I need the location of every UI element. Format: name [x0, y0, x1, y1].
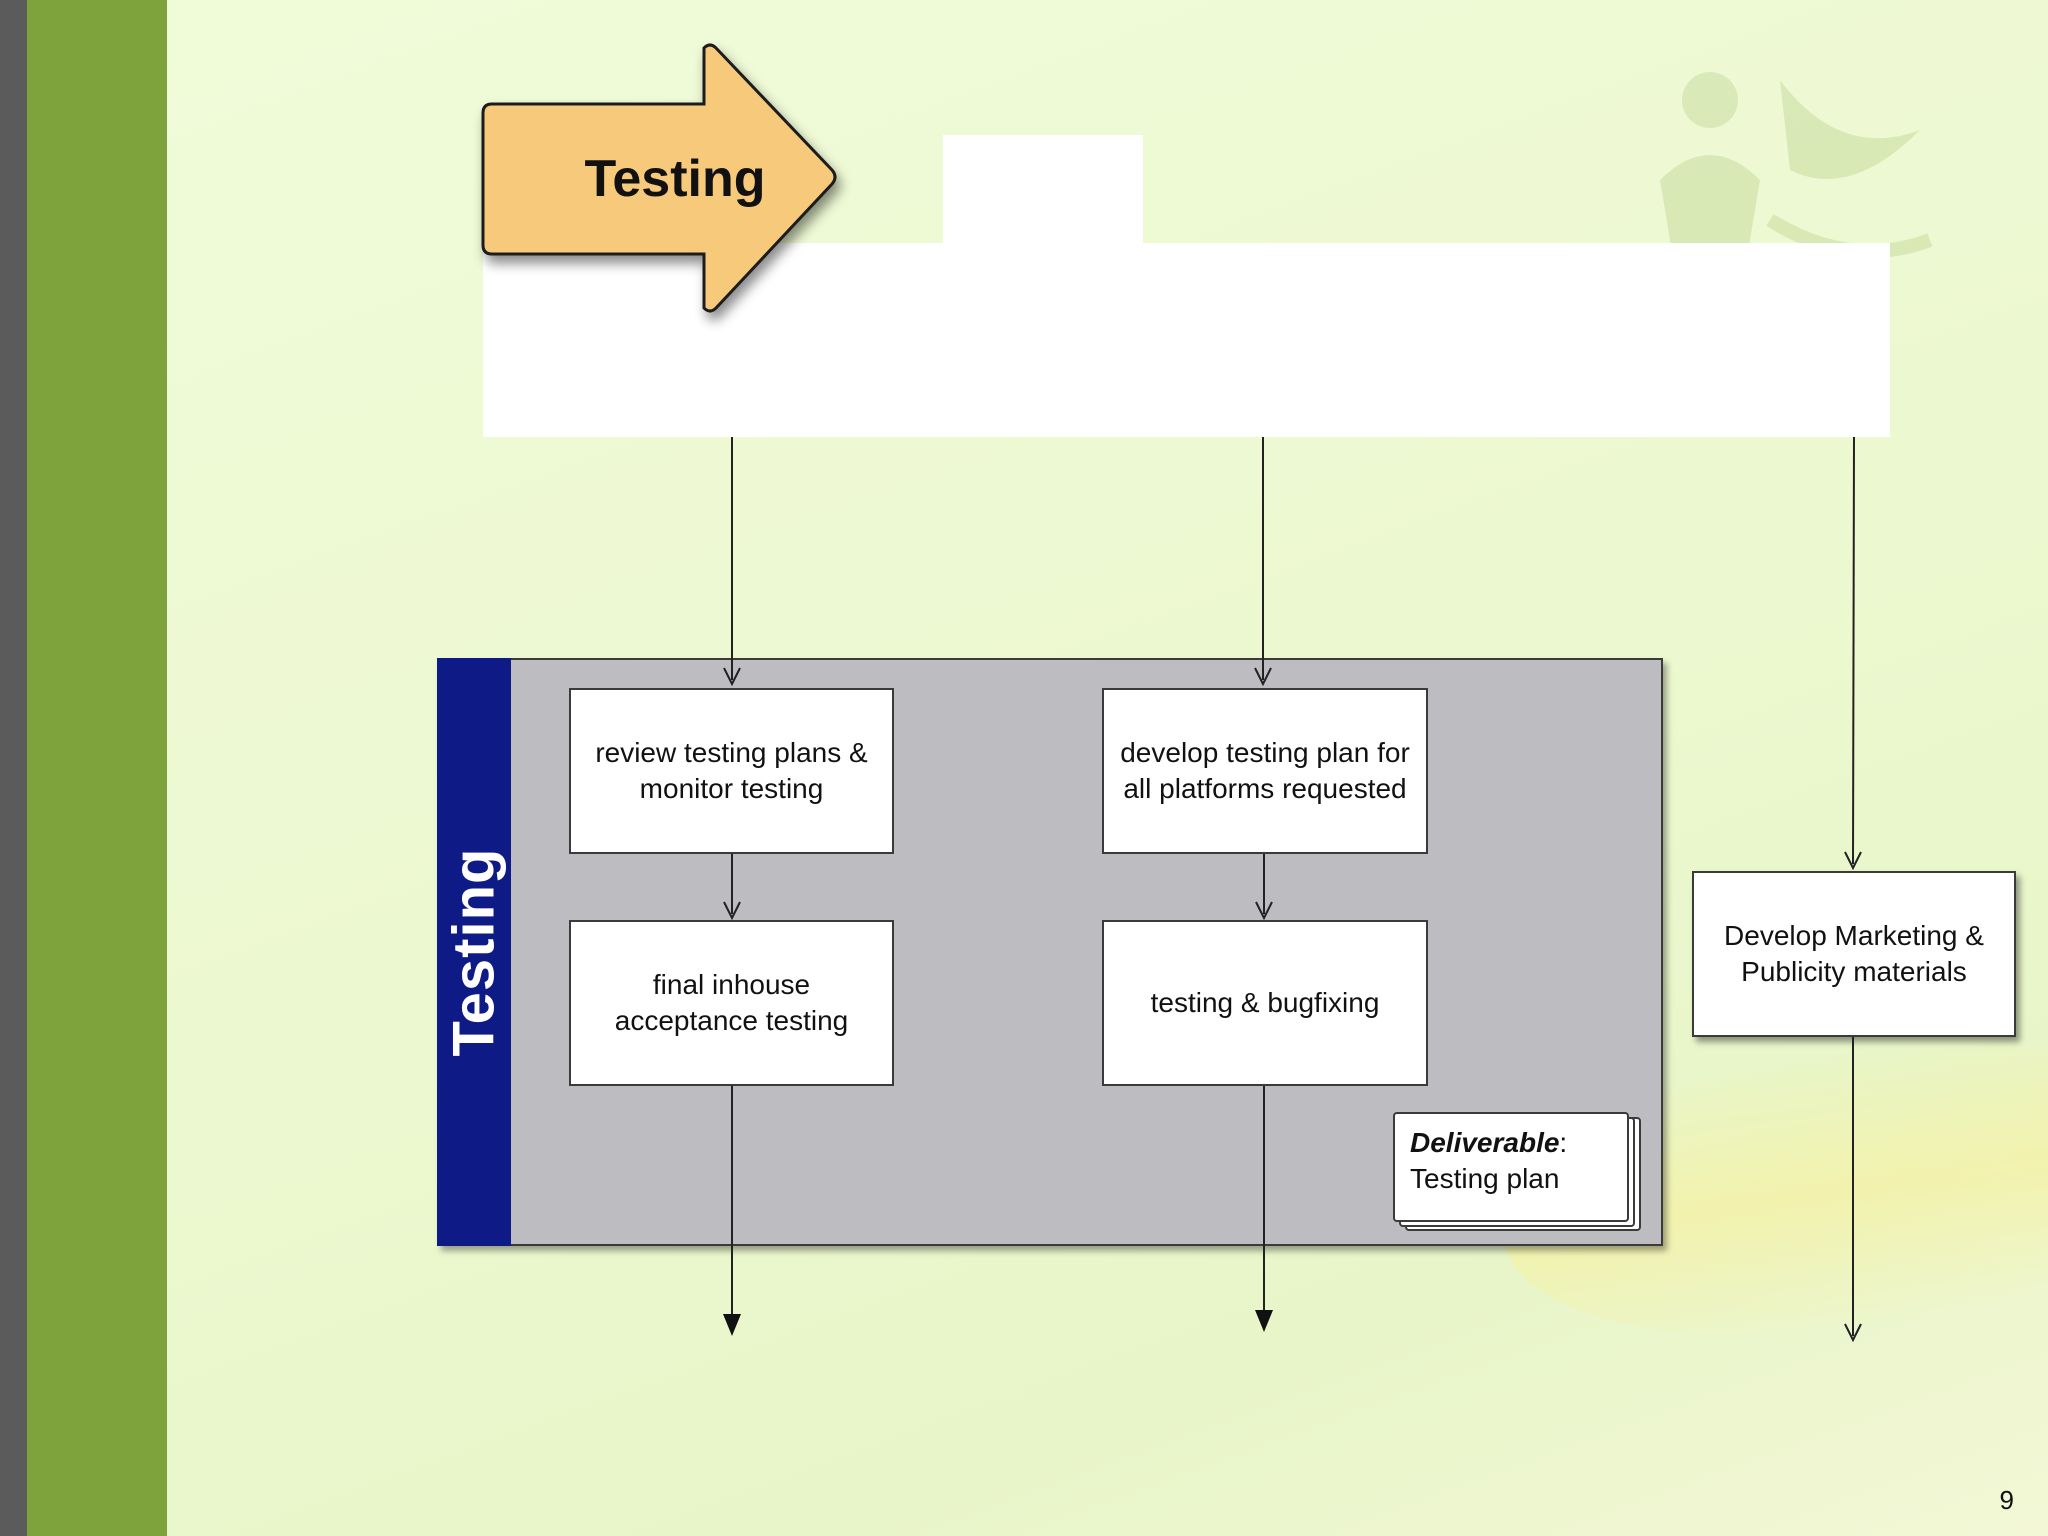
testing-bugfixing-label: testing & bugfixing — [1150, 987, 1380, 1018]
review-testing-plans-box: review testing plans & monitor testing — [569, 688, 894, 854]
arrowhead-col2-mid — [1255, 901, 1273, 921]
arrowhead-col3-bottom — [1844, 1323, 1862, 1343]
arrowhead-col2-top — [1254, 667, 1272, 687]
deliverable-note: Deliverable: Testing plan — [1410, 1125, 1610, 1197]
banner-arrow-label: Testing — [584, 150, 765, 208]
arrowhead-col1-top — [723, 667, 741, 687]
arrowhead-col3-top — [1844, 851, 1862, 871]
testing-banner-arrow: Testing — [481, 43, 837, 313]
testing-bugfixing-box: testing & bugfixing — [1102, 920, 1428, 1086]
page-number: 9 — [1999, 1485, 2014, 1515]
deliverable-value: Testing plan — [1410, 1163, 1560, 1194]
review-testing-plans-label: review testing plans & monitor testing — [595, 737, 868, 804]
banner-arrow-shape — [481, 43, 837, 313]
deliverable-sheet-front — [1393, 1112, 1629, 1222]
white-mask-small — [943, 135, 1143, 245]
marketing-materials-box: Develop Marketing & Publicity materials — [1692, 871, 2016, 1037]
develop-testing-plan-label: develop testing plan for all platforms r… — [1120, 737, 1410, 804]
left-green-bar — [27, 0, 167, 1536]
left-dark-edge — [0, 0, 27, 1536]
arrowhead-col2-bottom — [1255, 1310, 1273, 1332]
swimlane-title-bar — [437, 658, 511, 1246]
arrowhead-col1-mid — [723, 901, 741, 921]
connector-col3-top — [1852, 436, 1855, 865]
arrowhead-col1-bottom — [723, 1314, 741, 1336]
develop-testing-plan-box: develop testing plan for all platforms r… — [1102, 688, 1428, 854]
marketing-materials-label: Develop Marketing & Publicity materials — [1724, 920, 1984, 987]
final-acceptance-testing-box: final inhouse acceptance testing — [569, 920, 894, 1086]
deliverable-label: Deliverable — [1410, 1127, 1560, 1158]
final-acceptance-testing-label: final inhouse acceptance testing — [614, 969, 849, 1036]
deliverable-colon: : — [1559, 1127, 1568, 1158]
